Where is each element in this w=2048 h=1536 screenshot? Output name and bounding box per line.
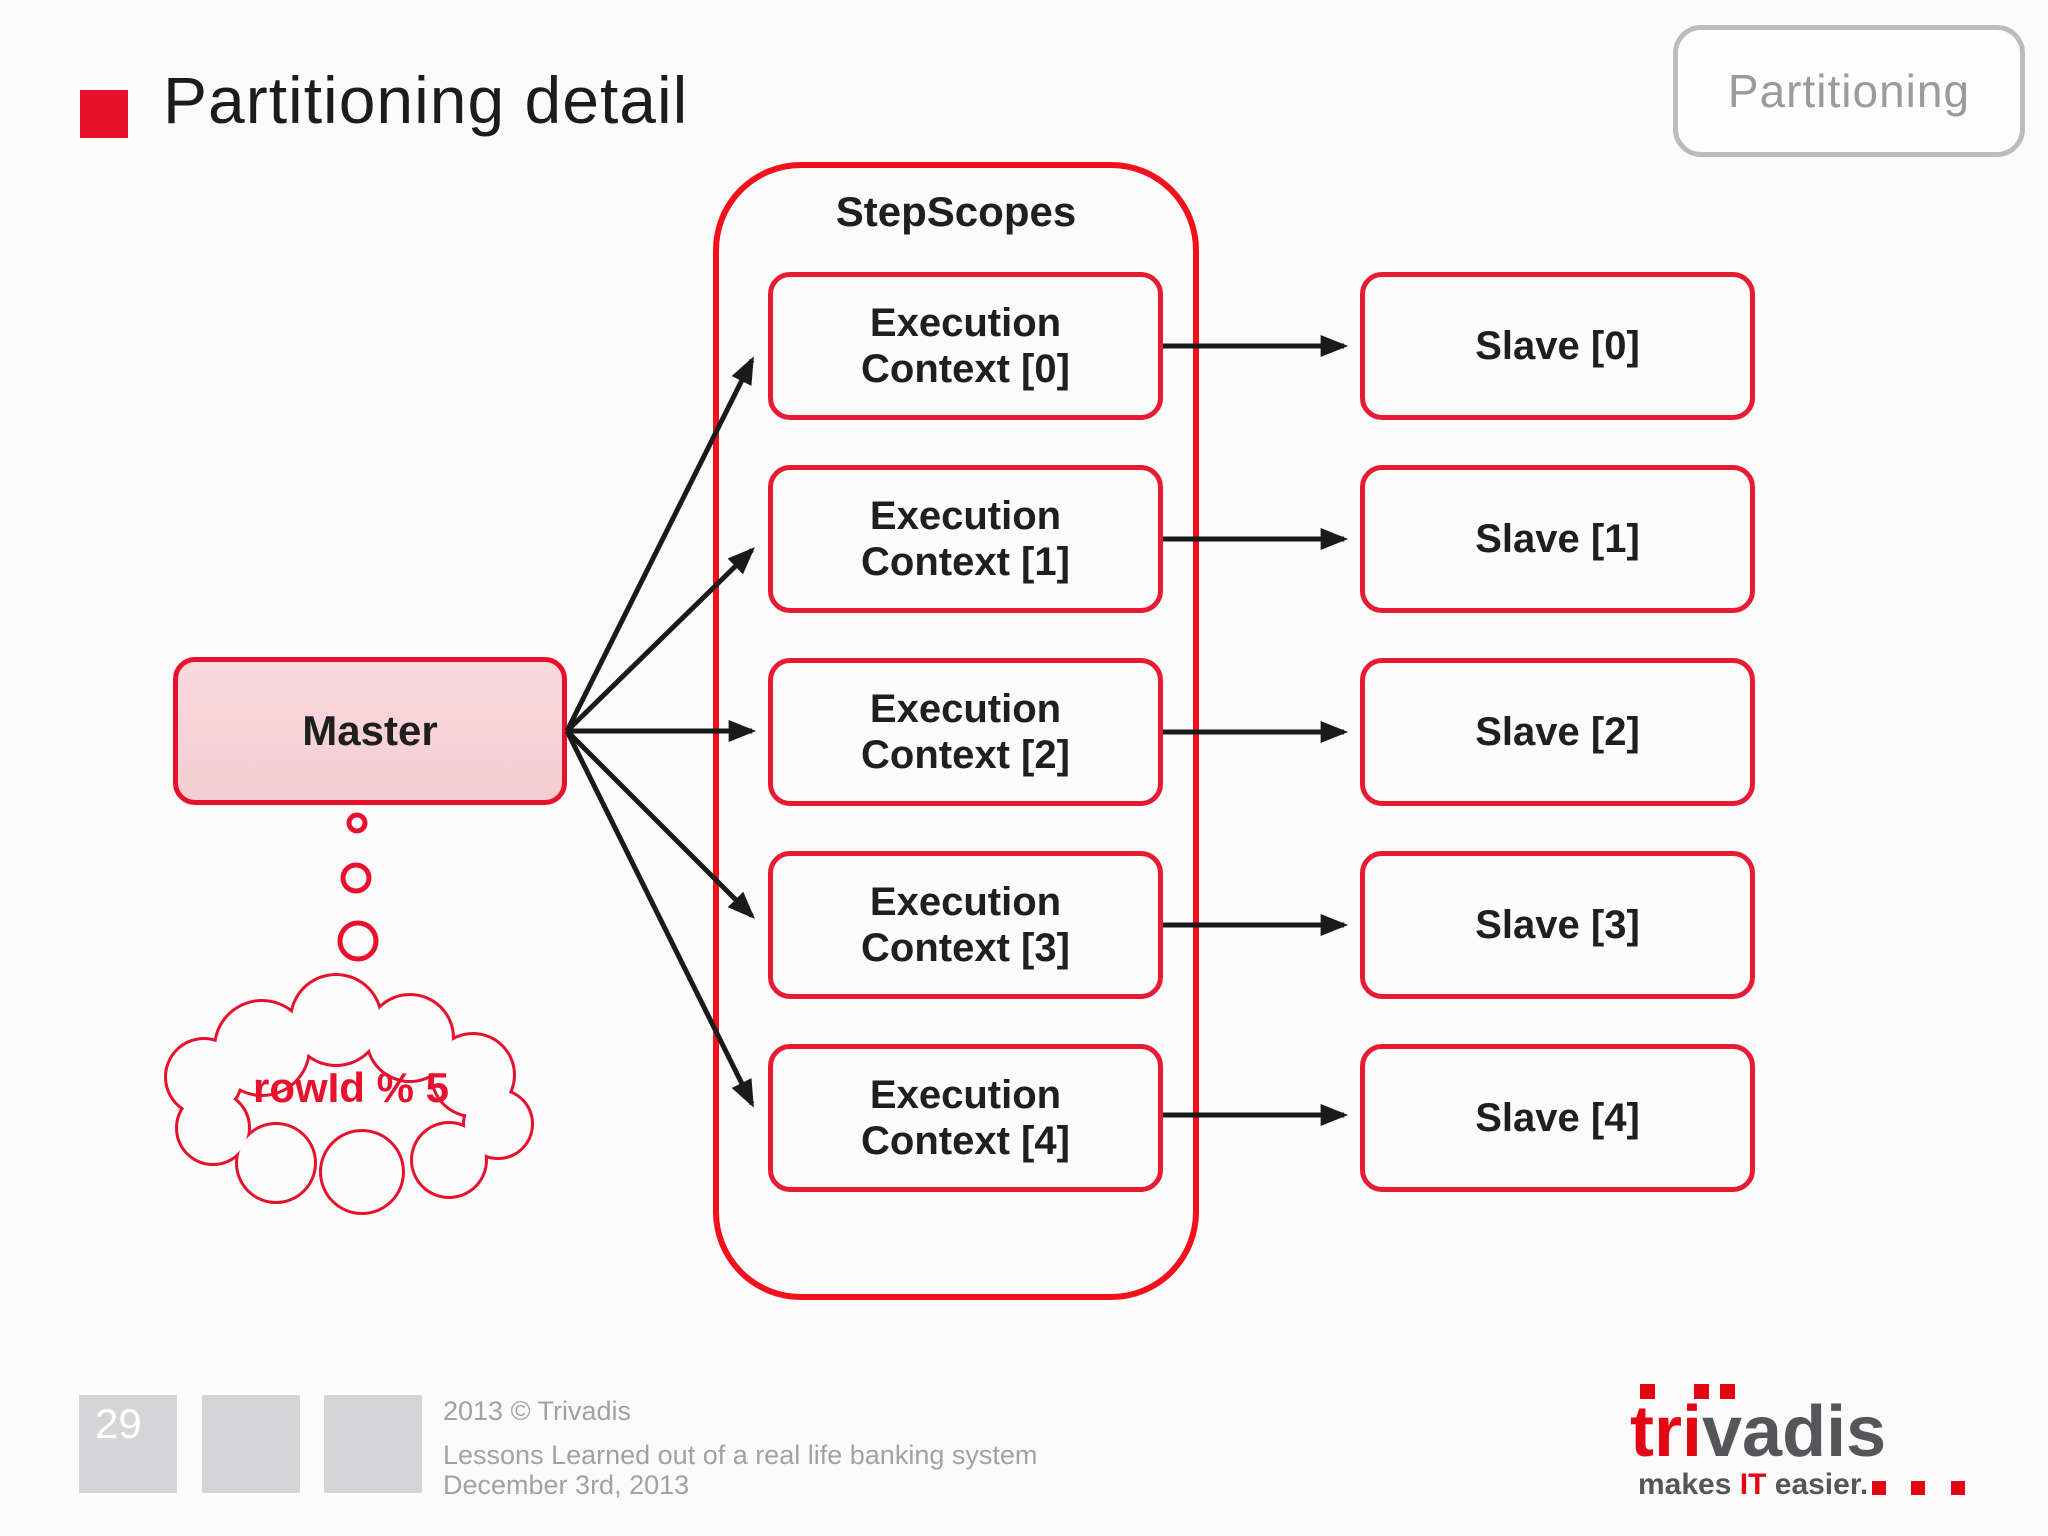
page-title: Partitioning detail	[163, 63, 689, 137]
footer-square-1	[79, 1395, 177, 1493]
slave-2-node: Slave [2]	[1360, 658, 1755, 806]
section-tag-label: Partitioning	[1727, 65, 1971, 117]
slave-4-node: Slave [4]	[1360, 1044, 1755, 1192]
slave-1-label: Slave [1]	[1475, 517, 1640, 561]
slave-0-label: Slave [0]	[1475, 324, 1640, 368]
slave-4-label: Slave [4]	[1475, 1096, 1640, 1140]
ec0-line2: Context [0]	[861, 347, 1070, 391]
ec1-line2: Context [1]	[861, 540, 1070, 584]
page-number: 29	[95, 1400, 142, 1447]
logo-dot-icon	[1694, 1384, 1709, 1399]
ec2-line2: Context [2]	[861, 733, 1070, 777]
section-tag: Partitioning	[1673, 25, 2025, 157]
slave-3-node: Slave [3]	[1360, 851, 1755, 999]
logo-tagline: makes IT easier.	[1638, 1468, 1868, 1502]
execution-context-2-node: Execution Context [2]	[768, 658, 1163, 806]
logo-square-icon	[1872, 1481, 1886, 1495]
ec0-line1: Execution	[869, 301, 1062, 345]
logo-text-red: tri	[1630, 1392, 1702, 1472]
logo-text-gray: vadis	[1702, 1392, 1887, 1472]
slave-0-node: Slave [0]	[1360, 272, 1755, 420]
logo-square-icon	[1911, 1481, 1925, 1495]
thought-dot-medium	[340, 862, 372, 894]
ec4-line1: Execution	[869, 1073, 1062, 1117]
partition-key-annotation: rowId % 5	[252, 1064, 450, 1111]
execution-context-0-node: Execution Context [0]	[768, 272, 1163, 420]
logo-square-icon	[1951, 1481, 1965, 1495]
thought-dots	[337, 812, 379, 962]
tagline-accent: IT	[1739, 1468, 1767, 1501]
master-node: Master	[173, 657, 567, 805]
ec1-line1: Execution	[869, 494, 1062, 538]
slave-3-label: Slave [3]	[1475, 903, 1640, 947]
stepscopes-label: StepScopes	[835, 188, 1077, 235]
footer-copyright: 2013 © Trivadis	[443, 1396, 631, 1426]
ec3-line2: Context [3]	[861, 926, 1070, 970]
execution-context-3-node: Execution Context [3]	[768, 851, 1163, 999]
thought-dot-small	[346, 812, 368, 834]
execution-context-1-node: Execution Context [1]	[768, 465, 1163, 613]
ec2-line1: Execution	[869, 687, 1062, 731]
logo-dot-icon	[1720, 1384, 1735, 1399]
footer-date: December 3rd, 2013	[443, 1470, 690, 1500]
footer-square-3	[324, 1395, 422, 1493]
ec3-line1: Execution	[869, 880, 1062, 924]
title-bullet-icon	[80, 90, 128, 138]
execution-context-4-node: Execution Context [4]	[768, 1044, 1163, 1192]
slave-2-label: Slave [2]	[1475, 710, 1640, 754]
trivadis-logo: trivadis	[1630, 1396, 1886, 1468]
logo-dot-icon	[1640, 1384, 1655, 1399]
thought-dot-large	[337, 920, 379, 962]
tagline-post: easier.	[1766, 1468, 1869, 1501]
ec4-line2: Context [4]	[861, 1119, 1070, 1163]
tagline-pre: makes	[1638, 1468, 1740, 1501]
slave-1-node: Slave [1]	[1360, 465, 1755, 613]
footer-subtitle: Lessons Learned out of a real life banki…	[443, 1440, 1038, 1470]
master-label: Master	[302, 706, 438, 754]
footer-square-2	[202, 1395, 300, 1493]
